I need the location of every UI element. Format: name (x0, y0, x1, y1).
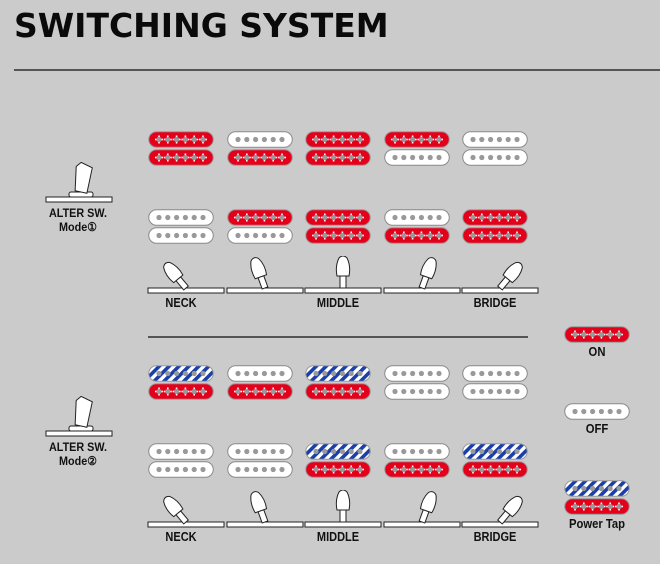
mode2-neck-row-pos1-pickup (148, 365, 214, 400)
position-label: MIDDLE (316, 296, 360, 310)
coil-off (227, 131, 293, 148)
coil-off (227, 227, 293, 244)
alter-switch-mode-2: ALTER SW.Mode② (28, 396, 128, 468)
alter-switch-label: ALTER SW. (48, 440, 107, 454)
coil-on (564, 498, 630, 515)
coil-on (305, 131, 371, 148)
mode1-bridge-row-pos2-pickup (227, 209, 293, 244)
alter-switch-label: Mode① (59, 220, 97, 234)
mode-divider (148, 336, 528, 338)
mode2-selector-position-1-icon (147, 490, 225, 530)
coil-off (148, 209, 214, 226)
mode2-neck-row-pos4-pickup (384, 365, 450, 400)
coil-on (564, 326, 630, 343)
coil-on (305, 461, 371, 478)
mode1-selector-position-2-icon (226, 256, 304, 296)
coil-off (148, 443, 214, 460)
coil-on (148, 131, 214, 148)
coil-off (462, 365, 528, 382)
coil-on (305, 227, 371, 244)
page-title: SWITCHING SYSTEM (14, 6, 389, 45)
mode2-bridge-row-pos4-pickup (384, 443, 450, 478)
mode1-bridge-row-pos4-pickup (384, 209, 450, 244)
position-label: NECK (165, 296, 197, 310)
position-label: BRIDGE (473, 530, 517, 544)
coil-off (227, 443, 293, 460)
coil-on (148, 383, 214, 400)
coil-on (462, 209, 528, 226)
legend-item-off: OFF (549, 403, 645, 436)
coil-off (148, 227, 214, 244)
coil-off (462, 131, 528, 148)
coil-on (305, 209, 371, 226)
mode2-selector-position-3-icon (304, 489, 382, 530)
alter-switch-mode-1: ALTER SW.Mode① (28, 162, 128, 234)
coil-tap (564, 480, 630, 497)
mode2-selector-position-5-icon (461, 490, 539, 530)
coil-off (462, 149, 528, 166)
mode2-bridge-row-pos2-pickup (227, 443, 293, 478)
coil-tap (148, 365, 214, 382)
coil-on (462, 461, 528, 478)
coil-on (227, 383, 293, 400)
position-label: BRIDGE (473, 296, 517, 310)
mode1-selector-position-1-icon (147, 256, 225, 296)
coil-on (227, 209, 293, 226)
position-label: NECK (165, 530, 197, 544)
mode1-bridge-row-pos1-pickup (148, 209, 214, 244)
coil-off (384, 383, 450, 400)
legend-label: ON (588, 345, 606, 359)
mode1-neck-row-pos4-pickup (384, 131, 450, 166)
mode1-neck-row-pos3-pickup (305, 131, 371, 166)
mode1-bridge-row-pos3-pickup (305, 209, 371, 244)
mode2-neck-row-pos5-pickup (462, 365, 528, 400)
mode1-bridge-row-pos5-pickup (462, 209, 528, 244)
mode2-neck-row-pos3-pickup (305, 365, 371, 400)
toggle-switch-icon (28, 162, 128, 206)
mode1-selector-position-4-icon (383, 256, 461, 296)
coil-off (227, 461, 293, 478)
coil-on (148, 149, 214, 166)
coil-on (227, 149, 293, 166)
toggle-switch-icon (28, 396, 128, 440)
mode1-neck-row-pos5-pickup (462, 131, 528, 166)
coil-off (148, 461, 214, 478)
coil-on (384, 131, 450, 148)
coil-on (305, 149, 371, 166)
coil-off (227, 365, 293, 382)
legend-label: OFF (585, 422, 609, 436)
legend-item-on: ON (549, 326, 645, 359)
coil-off (384, 365, 450, 382)
mode1-neck-row-pos2-pickup (227, 131, 293, 166)
coil-off (564, 403, 630, 420)
mode2-bridge-row-pos3-pickup (305, 443, 371, 478)
mode2-selector-position-2-icon (226, 490, 304, 530)
alter-switch-label: Mode② (59, 454, 97, 468)
coil-on (462, 227, 528, 244)
mode2-neck-row-pos2-pickup (227, 365, 293, 400)
position-label: MIDDLE (316, 530, 360, 544)
coil-off (384, 209, 450, 226)
coil-tap (305, 365, 371, 382)
coil-tap (462, 443, 528, 460)
mode1-neck-row-pos1-pickup (148, 131, 214, 166)
title-divider (14, 69, 660, 71)
coil-on (305, 383, 371, 400)
legend-item-power-tap: Power Tap (549, 480, 645, 531)
coil-on (384, 461, 450, 478)
coil-off (462, 383, 528, 400)
legend-label: Power Tap (568, 517, 626, 531)
mode1-selector-position-5-icon (461, 256, 539, 296)
coil-tap (305, 443, 371, 460)
coil-off (384, 149, 450, 166)
mode2-bridge-row-pos1-pickup (148, 443, 214, 478)
alter-switch-label: ALTER SW. (48, 206, 107, 220)
mode2-selector-position-4-icon (383, 490, 461, 530)
coil-on (384, 227, 450, 244)
mode2-bridge-row-pos5-pickup (462, 443, 528, 478)
mode1-selector-position-3-icon (304, 255, 382, 296)
coil-off (384, 443, 450, 460)
